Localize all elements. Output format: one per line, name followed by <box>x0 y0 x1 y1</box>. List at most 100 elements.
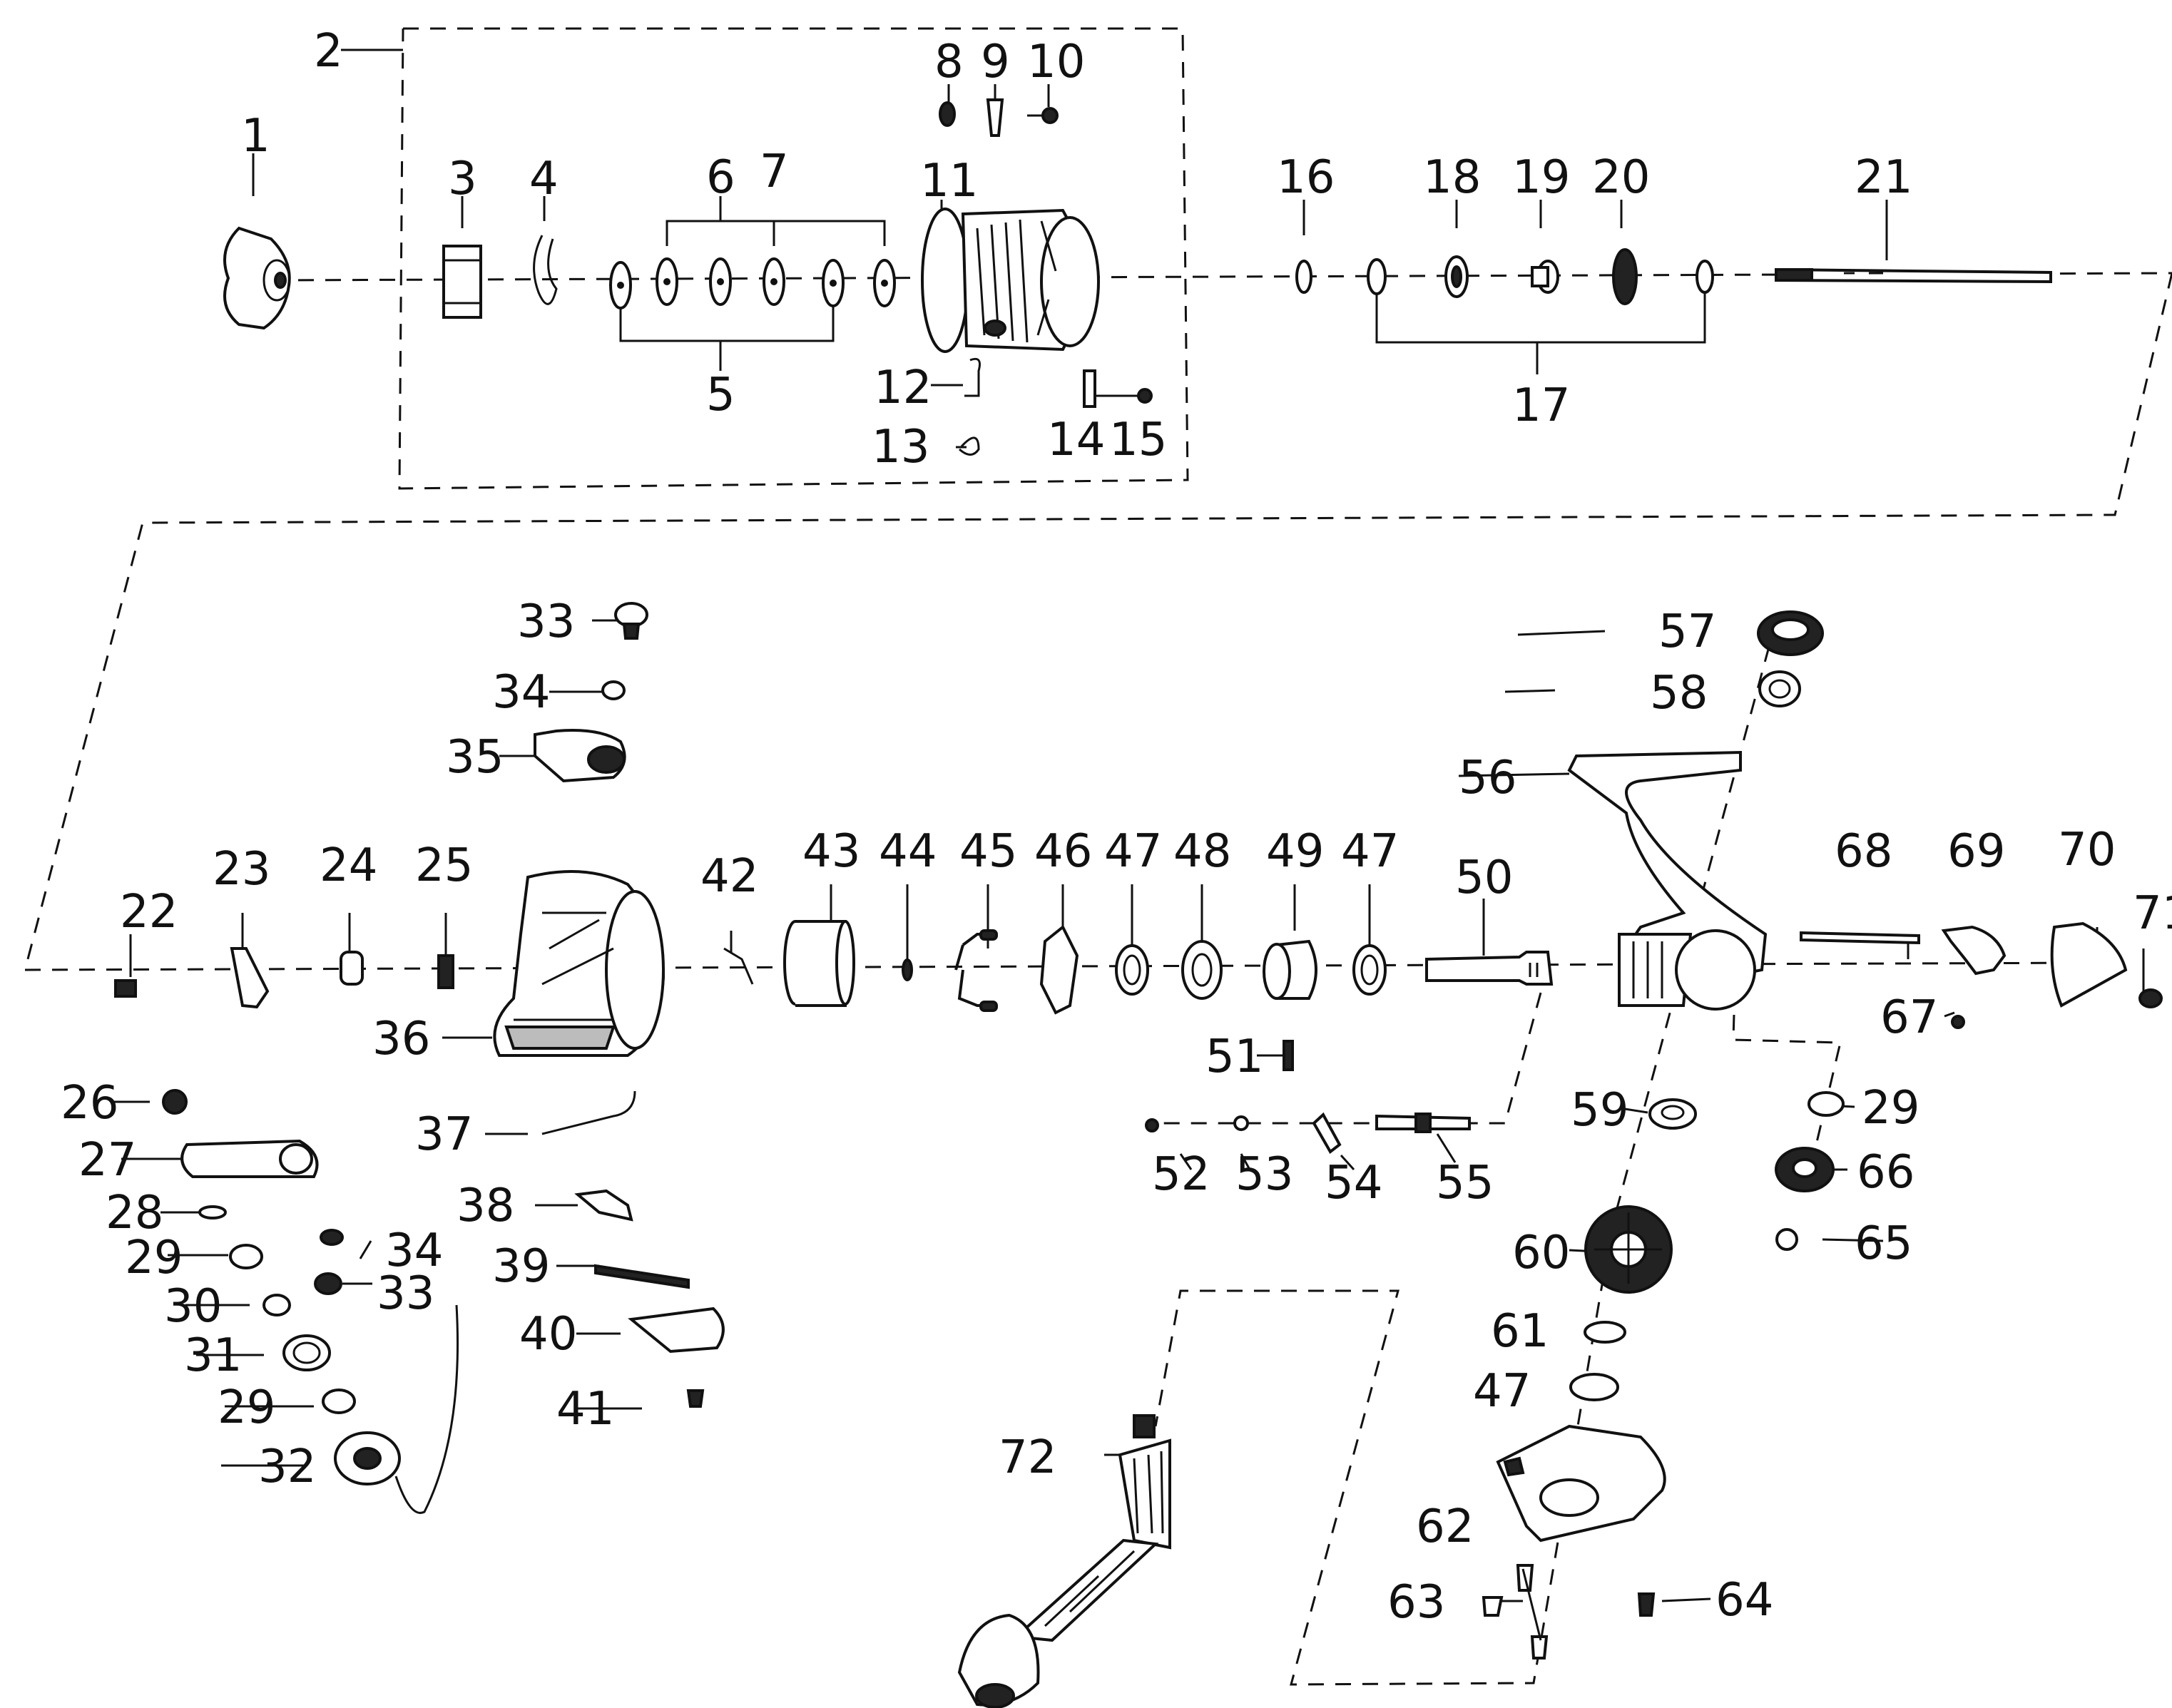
callout-30: 30 <box>164 1280 222 1333</box>
callout-63: 63 <box>1387 1576 1445 1629</box>
callout-65: 65 <box>1855 1217 1912 1270</box>
part-16-to-21 <box>1295 248 2052 305</box>
callout-9: 9 <box>981 36 1010 88</box>
callout-53: 53 <box>1235 1148 1293 1201</box>
callout-42: 42 <box>700 850 758 903</box>
callout-2: 2 <box>314 25 343 78</box>
callout-33-b: 33 <box>377 1267 434 1320</box>
callout-62: 62 <box>1416 1500 1474 1553</box>
part-8-9-10 <box>939 98 1059 137</box>
callout-28: 28 <box>106 1187 163 1239</box>
callout-13: 13 <box>872 421 929 474</box>
part-washers-5-6-7 <box>609 257 896 310</box>
callout-31: 31 <box>184 1329 242 1382</box>
callout-12: 12 <box>874 362 932 414</box>
callout-21: 21 <box>1855 151 1912 204</box>
part-12-13-14-15 <box>959 357 1153 456</box>
callout-58: 58 <box>1650 667 1708 720</box>
callout-1: 1 <box>241 110 270 163</box>
part-rotor <box>493 870 666 1057</box>
callout-27: 27 <box>78 1134 136 1187</box>
callout-22: 22 <box>120 886 178 939</box>
callout-47: 47 <box>1104 825 1162 878</box>
part-50-to-55 <box>1145 951 1554 1154</box>
callout-66: 66 <box>1857 1146 1914 1199</box>
leader-lines <box>111 48 2099 1602</box>
callout-6: 6 <box>706 151 735 204</box>
callout-43: 43 <box>802 825 860 878</box>
callout-61: 61 <box>1491 1305 1549 1358</box>
callout-54: 54 <box>1325 1157 1382 1210</box>
callout-10: 10 <box>1027 36 1085 88</box>
callout-35: 35 <box>446 731 504 784</box>
callout-56: 56 <box>1459 752 1516 804</box>
callout-64: 64 <box>1715 1574 1773 1627</box>
callout-26: 26 <box>61 1077 118 1130</box>
callout-17: 17 <box>1512 379 1570 432</box>
part-57-58 <box>1757 610 1824 707</box>
part-drag-knob <box>223 226 291 330</box>
callout-48: 48 <box>1173 825 1231 878</box>
part-spool <box>921 208 1100 353</box>
part-handle <box>957 1414 1171 1708</box>
callout-15: 15 <box>1109 414 1167 466</box>
part-33-34-35 <box>534 602 648 783</box>
part-65-to-71 <box>1775 921 2163 1251</box>
part-42-to-49 <box>723 920 1387 1015</box>
callout-70: 70 <box>2058 824 2116 876</box>
callout-38: 38 <box>457 1180 514 1232</box>
callout-46: 46 <box>1034 825 1092 878</box>
callout-4: 4 <box>529 153 559 205</box>
callout-23: 23 <box>213 843 270 896</box>
callout-14: 14 <box>1047 414 1105 466</box>
callout-57: 57 <box>1658 605 1716 658</box>
callout-52: 52 <box>1152 1148 1210 1201</box>
callout-41: 41 <box>556 1383 614 1436</box>
callout-71: 71 <box>2133 887 2172 940</box>
callout-67: 67 <box>1880 991 1938 1044</box>
callout-36: 36 <box>372 1013 430 1065</box>
callout-37: 37 <box>415 1108 473 1161</box>
callout-40: 40 <box>519 1308 577 1361</box>
callout-59: 59 <box>1571 1084 1628 1137</box>
callout-20: 20 <box>1592 151 1650 204</box>
callout-55: 55 <box>1436 1157 1494 1210</box>
callout-49: 49 <box>1266 825 1324 878</box>
part-59-to-64 <box>1482 1098 1697 1660</box>
callout-24: 24 <box>320 839 377 892</box>
callout-68: 68 <box>1835 825 1892 878</box>
callout-7: 7 <box>760 145 789 198</box>
callout-16: 16 <box>1277 151 1335 204</box>
part-3 <box>442 245 482 319</box>
callout-47-c: 47 <box>1473 1365 1531 1418</box>
callout-5: 5 <box>706 369 735 421</box>
callout-32: 32 <box>258 1441 316 1493</box>
callout-19: 19 <box>1512 151 1570 204</box>
callout-34-b: 34 <box>385 1224 443 1277</box>
part-reel-body <box>1567 750 1768 1011</box>
callout-numbers: 1 2 3 4 5 6 7 8 9 10 11 12 13 14 15 16 1… <box>61 25 2172 1629</box>
callout-18: 18 <box>1423 151 1481 204</box>
parts <box>114 98 2163 1708</box>
callout-34: 34 <box>492 666 550 719</box>
callout-60: 60 <box>1512 1227 1570 1279</box>
callout-47-b: 47 <box>1341 825 1399 878</box>
callout-72: 72 <box>999 1431 1056 1484</box>
callout-8: 8 <box>934 36 964 88</box>
part-bail-assembly <box>162 1089 459 1514</box>
part-4-clip <box>533 235 558 305</box>
callout-33: 33 <box>517 595 575 648</box>
callout-45: 45 <box>959 825 1017 878</box>
callout-29-b: 29 <box>218 1381 275 1434</box>
callout-29: 29 <box>125 1232 183 1284</box>
part-22-to-25 <box>114 947 454 1009</box>
callout-44: 44 <box>879 825 937 878</box>
part-37-to-41 <box>541 1090 725 1408</box>
callout-29-c: 29 <box>1862 1082 1919 1135</box>
callout-69: 69 <box>1947 825 2005 878</box>
callout-39: 39 <box>492 1240 550 1293</box>
callout-11: 11 <box>920 155 978 208</box>
callout-25: 25 <box>415 839 473 892</box>
callout-50: 50 <box>1455 852 1513 904</box>
